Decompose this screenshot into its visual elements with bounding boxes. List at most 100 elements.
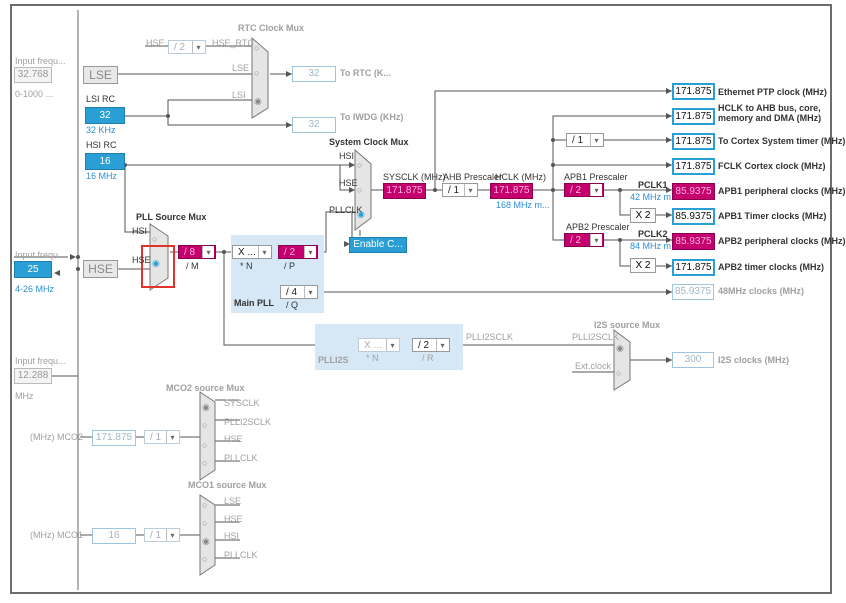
chevron-down-icon: ▾ bbox=[590, 134, 602, 146]
rtc-mux-shape bbox=[251, 36, 269, 119]
pll-source-highlight bbox=[141, 245, 175, 288]
rtc-radio-lsi[interactable]: ◉ bbox=[254, 96, 262, 106]
mco2-radio-hse[interactable]: ○ bbox=[202, 440, 208, 450]
lsi-rc-value: 32 bbox=[85, 107, 125, 124]
pll-source-radio-hsi[interactable]: ○ bbox=[152, 234, 158, 244]
pll-n-multiplier[interactable]: X ...▾ bbox=[232, 245, 272, 259]
hse-input-label: Input frequ... bbox=[15, 250, 66, 260]
i2s-radio-plli2sclk[interactable]: ◉ bbox=[616, 343, 624, 353]
mco1-divider[interactable]: / 1▾ bbox=[144, 528, 180, 542]
mco1-radio-lse[interactable]: ○ bbox=[202, 500, 208, 510]
sysclk-radio-hse[interactable]: ○ bbox=[357, 185, 363, 195]
mco2-mux-shape bbox=[199, 391, 216, 481]
apb2-timer-label: APB2 timer clocks (MHz) bbox=[718, 262, 825, 272]
mco2-value: 171.875 bbox=[92, 430, 136, 446]
mco1-radio-hsi[interactable]: ◉ bbox=[202, 536, 210, 546]
i2s-radio-ext[interactable]: ○ bbox=[616, 368, 622, 378]
chevron-down-icon: ▾ bbox=[304, 246, 316, 258]
hsi-rc-unit: 16 MHz bbox=[86, 171, 118, 181]
i2s-clock-label: I2S clocks (MHz) bbox=[718, 355, 790, 365]
hse-source[interactable]: HSE bbox=[83, 260, 118, 278]
hsi-rc-value: 16 bbox=[85, 153, 125, 170]
sysclk-radio-pllclk[interactable]: ◉ bbox=[357, 209, 365, 219]
lse-frequency-input[interactable]: 32.768 bbox=[14, 67, 52, 83]
rtc-radio-hse[interactable]: ○ bbox=[254, 43, 260, 53]
chevron-down-icon: ▾ bbox=[590, 234, 602, 246]
i2s-input-label: Input frequ... bbox=[15, 356, 66, 366]
i2s-input-unit: MHz bbox=[15, 391, 34, 401]
hclk-label: HCLK (MHz) bbox=[495, 172, 546, 182]
pll-q-divider[interactable]: / 4▾ bbox=[280, 285, 318, 299]
mco1-opt-lse: LSE bbox=[224, 496, 242, 506]
apb2-prescaler-title: APB2 Prescaler bbox=[566, 222, 630, 232]
pll-p-divider[interactable]: / 2▾ bbox=[278, 245, 318, 259]
apb1-prescaler-select[interactable]: / 2▾ bbox=[564, 183, 604, 197]
mco2-radio-pllclk[interactable]: ○ bbox=[202, 458, 208, 468]
pclk1-label: PCLK1 bbox=[638, 180, 668, 190]
sysclk-value: 171.875 bbox=[383, 183, 426, 199]
apb1-peripheral-label: APB1 peripheral clocks (MHz) bbox=[718, 186, 846, 196]
rtc-hse-divider[interactable]: / 2▾ bbox=[168, 40, 206, 54]
rtc-hse-rtc-label: HSE_RTC bbox=[212, 38, 254, 48]
plli2s-title: PLLI2S bbox=[318, 355, 349, 365]
chevron-down-icon: ▾ bbox=[386, 339, 398, 351]
apb2-peripheral-label: APB2 peripheral clocks (MHz) bbox=[718, 236, 846, 246]
iwdg-output-label: To IWDG (KHz) bbox=[340, 112, 404, 122]
hclk-ahb-value: 171.875 bbox=[672, 108, 715, 125]
rtc-lsi-label: LSI bbox=[232, 90, 246, 100]
chevron-down-icon: ▾ bbox=[202, 246, 214, 258]
plli2s-n-multiplier[interactable]: X ...▾ bbox=[358, 338, 400, 352]
mco2-divider[interactable]: / 1▾ bbox=[144, 430, 180, 444]
ethernet-ptp-value: 171.875 bbox=[672, 83, 715, 100]
plli2s-r-divider[interactable]: / 2▾ bbox=[412, 338, 450, 352]
lse-range: 0-1000 ... bbox=[15, 89, 54, 99]
pll-source-hsi: HSI bbox=[132, 226, 148, 236]
hclk-max: 168 MHz m... bbox=[496, 200, 550, 210]
pll-n-label: * N bbox=[240, 261, 253, 271]
sysclk-label: SYSCLK (MHz) bbox=[383, 172, 446, 182]
rtc-output-label: To RTC (K... bbox=[340, 68, 391, 78]
fclk-label: FCLK Cortex clock (MHz) bbox=[718, 161, 826, 171]
cortex-timer-value: 171.875 bbox=[672, 133, 715, 150]
enable-css-button[interactable]: Enable C... bbox=[349, 237, 407, 253]
system-clock-mux-shape bbox=[354, 148, 372, 231]
chevron-down-icon: ▾ bbox=[464, 184, 476, 196]
pclk1-max: 42 MHz m... bbox=[630, 192, 679, 202]
mco1-mux-title: MCO1 source Mux bbox=[188, 480, 267, 490]
mco2-radio-sysclk[interactable]: ◉ bbox=[202, 402, 210, 412]
mco1-output-label: (MHz) MCO1 bbox=[30, 530, 83, 540]
pll-source-mux-shape bbox=[149, 223, 169, 291]
mco2-opt-hse: HSE bbox=[224, 434, 243, 444]
mco2-output-label: (MHz) MCO2 bbox=[30, 432, 83, 442]
apb1-prescaler-title: APB1 Prescaler bbox=[564, 172, 628, 182]
mco1-radio-hse[interactable]: ○ bbox=[202, 518, 208, 528]
mco2-radio-plli2sclk[interactable]: ○ bbox=[202, 420, 208, 430]
apb2-prescaler-select[interactable]: / 2▾ bbox=[564, 233, 604, 247]
rtc-output-value: 32 bbox=[292, 66, 336, 82]
lse-source[interactable]: LSE bbox=[83, 66, 118, 84]
i2s-mux-title: I2S source Mux bbox=[594, 320, 661, 330]
apb2-timer-value: 171.875 bbox=[672, 259, 715, 276]
mco1-mux-shape bbox=[199, 494, 216, 576]
cortex-timer-divider[interactable]: / 1▾ bbox=[566, 133, 604, 147]
mco2-opt-pllclk: PLLCLK bbox=[224, 453, 258, 463]
mco1-radio-pllclk[interactable]: ○ bbox=[202, 554, 208, 564]
plli2sclk-label: PLLI2SCLK bbox=[466, 332, 514, 342]
i2s-mux-plli2sclk: PLLI2SCLK bbox=[572, 332, 620, 342]
chevron-down-icon: ▾ bbox=[166, 529, 178, 541]
rtc-lse-label: LSE bbox=[232, 63, 250, 73]
hclk-value[interactable]: 171.875 bbox=[490, 183, 533, 199]
pclk2-max: 84 MHz m... bbox=[630, 241, 679, 251]
mco2-mux-title: MCO2 source Mux bbox=[166, 383, 245, 393]
sysclk-radio-hsi[interactable]: ○ bbox=[357, 160, 363, 170]
rtc-radio-lse[interactable]: ○ bbox=[254, 68, 260, 78]
i2s-frequency-input[interactable]: 12.288 bbox=[14, 368, 52, 384]
mco2-opt-sysclk: SYSCLK bbox=[224, 398, 260, 408]
chevron-down-icon: ▾ bbox=[166, 431, 178, 443]
chevron-down-icon: ▾ bbox=[436, 339, 448, 351]
ahb-prescaler-select[interactable]: / 1▾ bbox=[442, 183, 478, 197]
hse-frequency-input[interactable]: 25 bbox=[14, 261, 52, 278]
pll-m-divider[interactable]: / 8▾ bbox=[178, 245, 216, 259]
pll-source-radio-hse[interactable]: ◉ bbox=[152, 258, 160, 268]
